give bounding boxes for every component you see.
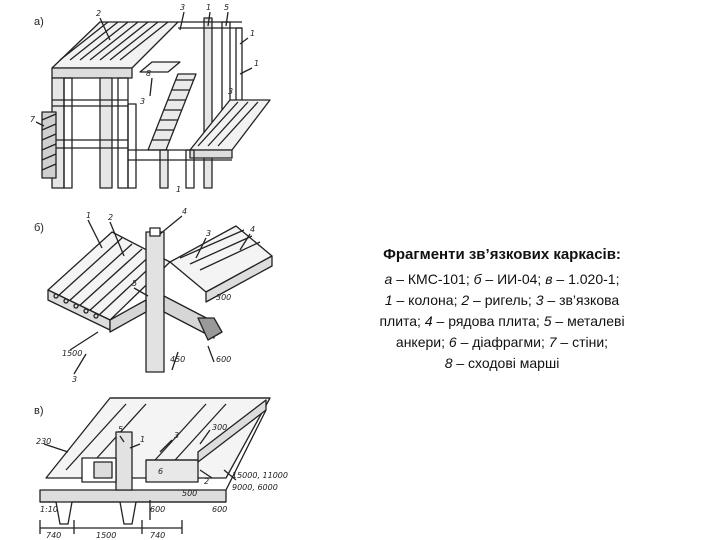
caption-segment: – сходові марші <box>452 355 560 371</box>
b-label-2: 2 <box>108 213 113 222</box>
b-label-450: 450 <box>170 355 185 364</box>
caption-segment: – металеві <box>551 313 625 329</box>
v-label-300: 300 <box>212 423 227 432</box>
a-label-2: 2 <box>96 9 101 18</box>
v-label-ratio: 1:10 <box>40 505 58 514</box>
v-label-500: 500 <box>182 489 197 498</box>
caption-segment: – стіни; <box>556 334 609 350</box>
v-label-3: 3 <box>174 431 179 440</box>
a-label-7: 7 <box>30 115 36 124</box>
caption-segment: анкери; <box>395 334 449 350</box>
b-label-4b: 4 <box>250 225 255 234</box>
caption-line: 8 – сходові марші <box>352 353 652 374</box>
caption-line: анкери; 6 – діафрагми; 7 – стіни; <box>352 332 652 353</box>
a-label-8: 8 <box>146 69 151 78</box>
v-label-span1: 15000, 11000 <box>232 471 288 480</box>
v-label-5: 5 <box>118 425 123 434</box>
caption-segment: 3 <box>535 292 544 308</box>
panel-label-v: в) <box>34 405 44 417</box>
v-label-1: 1 <box>140 435 145 444</box>
a-label-1c: 1 <box>254 59 259 68</box>
caption-segment: – діафрагми; <box>456 334 549 350</box>
caption-segment: 8 <box>444 355 453 371</box>
caption-segment: – КМС-101; <box>392 271 474 287</box>
caption-segment: – колона; <box>392 292 462 308</box>
a-label-5: 5 <box>224 3 229 12</box>
v-label-740a: 740 <box>46 531 61 540</box>
caption-segment: – ригель; <box>469 292 536 308</box>
v-label-740b: 740 <box>150 531 165 540</box>
caption-segment: 4 <box>424 313 433 329</box>
caption-line: плита; 4 – рядова плита; 5 – металеві <box>352 311 652 332</box>
drawing-b-ii04 <box>47 215 273 375</box>
v-label-6: 6 <box>158 467 163 476</box>
b-label-3: 3 <box>206 229 211 238</box>
caption-line: а – КМС-101; б – ИИ-04; в – 1.020-1; <box>352 269 652 290</box>
v-label-2: 2 <box>204 477 209 486</box>
drawing-a-kms101 <box>35 11 271 189</box>
caption-title: Фрагменти зв’язкових каркасів: <box>383 246 621 263</box>
b-label-3b: 3 <box>72 375 77 384</box>
caption-segment: 7 <box>548 334 557 350</box>
v-label-1500: 1500 <box>96 531 116 540</box>
caption-segment: плита; <box>379 313 425 329</box>
caption-segment: – зв’язкова <box>543 292 620 308</box>
caption-segment: в <box>545 271 553 287</box>
caption-segment: – рядова плита; <box>432 313 544 329</box>
caption-segment: б <box>473 271 482 287</box>
drawing-v-1020 <box>39 397 271 534</box>
caption-line: 1 – колона; 2 – ригель; 3 – зв’язкова <box>352 290 652 311</box>
figure-caption: Фрагменти зв’язкових каркасів: а – КМС-1… <box>352 246 652 374</box>
caption-segment: – 1.020-1; <box>552 271 620 287</box>
a-label-1b: 1 <box>250 29 255 38</box>
caption-legend: а – КМС-101; б – ИИ-04; в – 1.020-1;1 – … <box>352 269 652 374</box>
panel-label-a: а) <box>34 16 44 28</box>
panel-label-b: б) <box>34 222 44 234</box>
b-label-300: 300 <box>216 293 231 302</box>
caption-segment: 5 <box>543 313 552 329</box>
v-label-600b: 600 <box>212 505 227 514</box>
drawing-callouts: 2 3 1 5 8 1 3 1 7 3 1 1 2 4 3 4 5 300 15… <box>30 3 288 540</box>
b-label-5: 5 <box>132 279 137 288</box>
b-label-1500: 1500 <box>62 349 82 358</box>
caption-segment: а <box>384 271 393 287</box>
b-label-4: 4 <box>182 207 187 216</box>
caption-segment: 2 <box>461 292 470 308</box>
a-label-1d: 1 <box>176 185 181 194</box>
v-label-230: 230 <box>36 437 51 446</box>
b-label-600: 600 <box>216 355 231 364</box>
caption-segment: 6 <box>448 334 457 350</box>
a-label-1: 1 <box>206 3 211 12</box>
v-label-span2: 9000, 6000 <box>232 483 278 492</box>
b-label-1: 1 <box>86 211 91 220</box>
caption-segment: 1 <box>384 292 393 308</box>
caption-segment: – ИИ-04; <box>481 271 546 287</box>
a-label-3: 3 <box>180 3 185 12</box>
v-label-600a: 600 <box>150 505 165 514</box>
a-label-3c: 3 <box>228 87 233 96</box>
a-label-3b: 3 <box>140 97 145 106</box>
